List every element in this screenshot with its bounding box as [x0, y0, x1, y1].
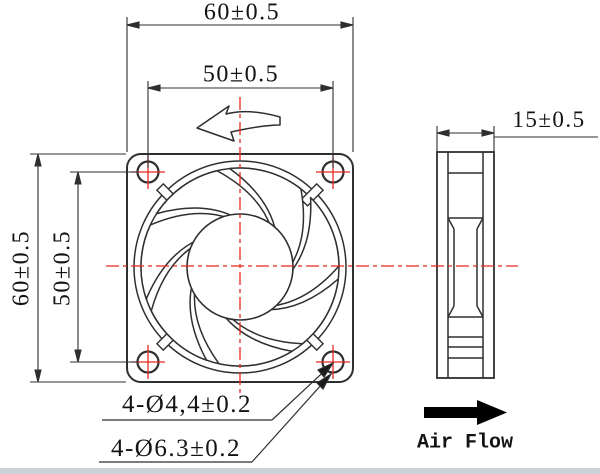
side-view	[436, 151, 495, 379]
side-outline	[436, 151, 495, 379]
callout-mounting-holes: 4-Ø4,4±0.2	[121, 391, 253, 418]
dimension-lines	[30, 17, 598, 383]
hole-crosshairs	[131, 155, 350, 379]
rotation-arrow-icon	[196, 105, 281, 142]
front-view	[126, 153, 354, 383]
leader-lines	[99, 361, 335, 463]
dim-left-height: 60±0.5	[8, 229, 35, 307]
air-flow-label: Air Flow	[416, 431, 514, 455]
dim-top-width: 60±0.5	[203, 0, 281, 26]
dim-top-hole-spacing: 50±0.5	[202, 61, 280, 88]
side-hub-profile	[447, 217, 484, 318]
dim-thickness: 15±0.5	[512, 107, 586, 132]
air-flow-arrow-icon	[424, 400, 507, 425]
callout-corner-holes: 4-Ø6.3±0.2	[110, 435, 242, 462]
centerlines	[106, 97, 518, 398]
bottom-border	[0, 468, 600, 474]
dim-left-hole-spacing: 50±0.5	[49, 229, 76, 307]
